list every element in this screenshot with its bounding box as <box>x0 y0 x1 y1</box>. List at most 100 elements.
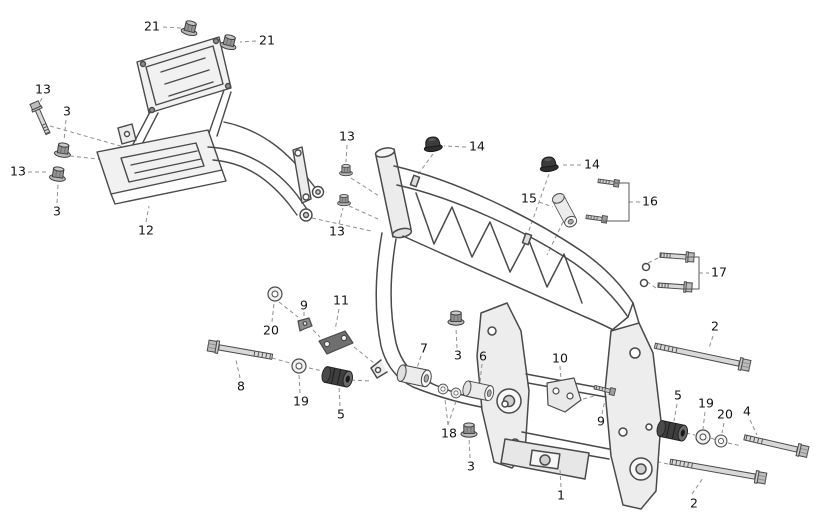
part-label-13a: 13 <box>35 82 51 97</box>
part-label-19b: 19 <box>698 396 714 411</box>
nut-21-a <box>179 18 200 38</box>
alignment-axis-line <box>582 394 599 400</box>
part-label-7: 7 <box>420 341 428 356</box>
leader-line-13b <box>345 144 348 163</box>
bolt-2-b <box>668 455 768 486</box>
bolt-4 <box>742 430 810 459</box>
part-label-2a: 2 <box>711 319 719 334</box>
part-label-21a: 21 <box>144 19 160 34</box>
leader-line-6 <box>479 363 483 383</box>
part-label-5a: 5 <box>337 407 345 422</box>
bracket-line-17 <box>684 256 700 290</box>
alignment-axis-line <box>311 217 372 232</box>
washer-18-a <box>437 383 449 395</box>
rack-link-plate <box>292 146 312 204</box>
washer-19-b <box>695 429 711 445</box>
alignment-axis-line <box>312 329 321 338</box>
part-label-17: 17 <box>711 265 727 280</box>
screw-16-a <box>597 176 620 188</box>
leader-line-11 <box>334 308 340 331</box>
alignment-axis-line <box>49 125 125 148</box>
leader-line-21a <box>162 26 182 29</box>
leader-line-5b <box>673 403 678 422</box>
leader-line-13c <box>338 207 344 225</box>
leader-line-4 <box>749 419 758 436</box>
alignment-axis-line <box>350 177 380 197</box>
leader-line-9b <box>601 399 606 415</box>
bolt-17-b <box>657 279 693 294</box>
leader-line-21b <box>239 40 257 43</box>
alignment-axis-line <box>415 153 434 178</box>
leader-line-8 <box>235 359 241 379</box>
part-label-14a: 14 <box>469 139 485 154</box>
nut-13-b <box>339 163 353 177</box>
part-label-19a: 19 <box>293 394 309 409</box>
nut-13-c <box>337 193 351 207</box>
leader-line-15 <box>538 201 554 208</box>
nut-3-b <box>48 165 68 183</box>
screw-16-b <box>585 212 608 224</box>
leader-line-3c <box>455 327 458 349</box>
leader-line-3a <box>63 119 67 142</box>
bracket-drawings <box>297 317 582 413</box>
alignment-axis-line <box>546 221 564 256</box>
rack-top-plate <box>136 36 232 114</box>
rubber-cap-14-a <box>422 135 444 154</box>
part-label-21b: 21 <box>259 33 275 48</box>
nut-3-c <box>447 310 465 326</box>
nut-3-a <box>53 141 73 159</box>
bolt-2-a <box>653 339 752 373</box>
part-label-15: 15 <box>521 191 537 206</box>
leader-line-20a <box>271 302 275 323</box>
alignment-axis-line <box>350 379 372 382</box>
spacer-7 <box>395 363 434 389</box>
part-label-3c: 3 <box>454 348 462 363</box>
leader-line-2b <box>691 477 704 495</box>
bushing-5-a <box>320 365 355 389</box>
part-label-9b: 9 <box>597 414 605 429</box>
washer-19-a <box>291 358 307 374</box>
leader-line-19a <box>298 373 301 394</box>
subframe-drawing <box>96 36 325 222</box>
leader-line-19b <box>702 411 706 430</box>
leader-line-1 <box>559 469 562 488</box>
part-label-12: 12 <box>138 223 154 238</box>
part-label-8: 8 <box>237 379 245 394</box>
part-label-11: 11 <box>333 293 349 308</box>
alignment-axis-line <box>278 301 299 318</box>
part-label-14b: 14 <box>584 157 600 172</box>
alignment-axis-line <box>645 458 669 465</box>
leader-line-10 <box>559 365 562 380</box>
bushing-5-b <box>655 419 690 443</box>
part-label-18: 18 <box>441 426 457 441</box>
part-label-10: 10 <box>552 351 568 366</box>
bolt-17-a <box>659 249 695 264</box>
leader-line-20b <box>721 422 725 434</box>
alignment-axis-line <box>348 205 379 220</box>
part-label-3b: 3 <box>53 204 61 219</box>
part-label-13b: 13 <box>339 129 355 144</box>
leader-line-12 <box>145 205 150 223</box>
frame-headstock <box>375 148 412 238</box>
bolt-13-a <box>28 99 54 137</box>
part-label-20b: 20 <box>717 407 733 422</box>
part-label-1: 1 <box>557 488 565 503</box>
frame-trellis <box>415 192 583 304</box>
part-label-20a: 20 <box>263 323 279 338</box>
leader-line-18-2 <box>447 400 457 426</box>
leader-line-5a <box>338 385 341 407</box>
leader-line-14a <box>443 145 467 148</box>
part-label-3a: 3 <box>63 104 71 119</box>
leader-line-2a <box>708 335 714 349</box>
washer-18-b <box>450 387 462 399</box>
alignment-axis-line <box>727 442 743 447</box>
main-frame-drawing <box>370 147 662 510</box>
part-label-16: 16 <box>642 194 658 209</box>
part-label-5b: 5 <box>674 388 682 403</box>
alignment-axis-line <box>647 257 659 264</box>
nut-3-d <box>460 422 478 438</box>
leader-line-7 <box>416 355 422 369</box>
